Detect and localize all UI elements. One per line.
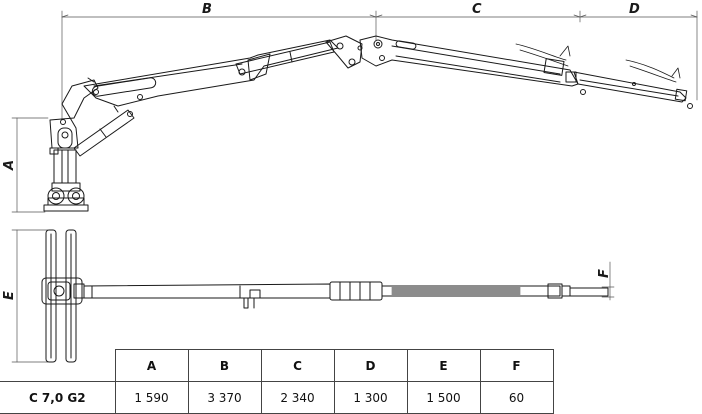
- table-cell-e: 1 500: [406, 381, 481, 414]
- spec-table: A B C D E F C 7,0 G2 1 590 3 370 2 340 1…: [0, 349, 554, 414]
- outriggers-plan: [41, 229, 85, 363]
- table-row: C 7,0 G2 1 590 3 370 2 340 1 300 1 500 6…: [0, 381, 554, 414]
- table-header-row: A B C D E F: [0, 349, 554, 382]
- outer-boom-side: [359, 35, 586, 95]
- table-model-cell: C 7,0 G2: [0, 381, 116, 414]
- table-header-d: D: [333, 349, 408, 382]
- boom-plan: [83, 281, 609, 309]
- table-header-c: C: [260, 349, 335, 382]
- table-cell-c: 2 340: [260, 381, 335, 414]
- dim-label-f: F: [597, 269, 612, 278]
- table-header-e: E: [406, 349, 481, 382]
- dim-label-a: A: [2, 160, 17, 171]
- dim-label-d: D: [629, 2, 640, 17]
- dimension-line-a: [11, 117, 49, 213]
- dim-label-c: C: [472, 2, 482, 17]
- table-header-b: B: [187, 349, 262, 382]
- dim-label-b: B: [202, 2, 212, 17]
- dimension-line-f: [601, 261, 615, 301]
- table-cell-f: 60: [479, 381, 554, 414]
- table-cell-d: 1 300: [333, 381, 408, 414]
- crane-base-side: [43, 147, 89, 212]
- table-header-f: F: [479, 349, 554, 382]
- main-boom-side: [83, 35, 363, 113]
- table-corner: [0, 349, 115, 382]
- extension-boom-side: [573, 59, 693, 109]
- table-cell-b: 3 370: [187, 381, 262, 414]
- dim-label-e: E: [2, 291, 17, 300]
- table-header-a: A: [114, 349, 189, 382]
- dimension-lines-top: [61, 10, 698, 121]
- swing-column-side: [49, 79, 135, 157]
- table-cell-a: 1 590: [114, 381, 189, 414]
- dimension-line-e: [11, 229, 49, 363]
